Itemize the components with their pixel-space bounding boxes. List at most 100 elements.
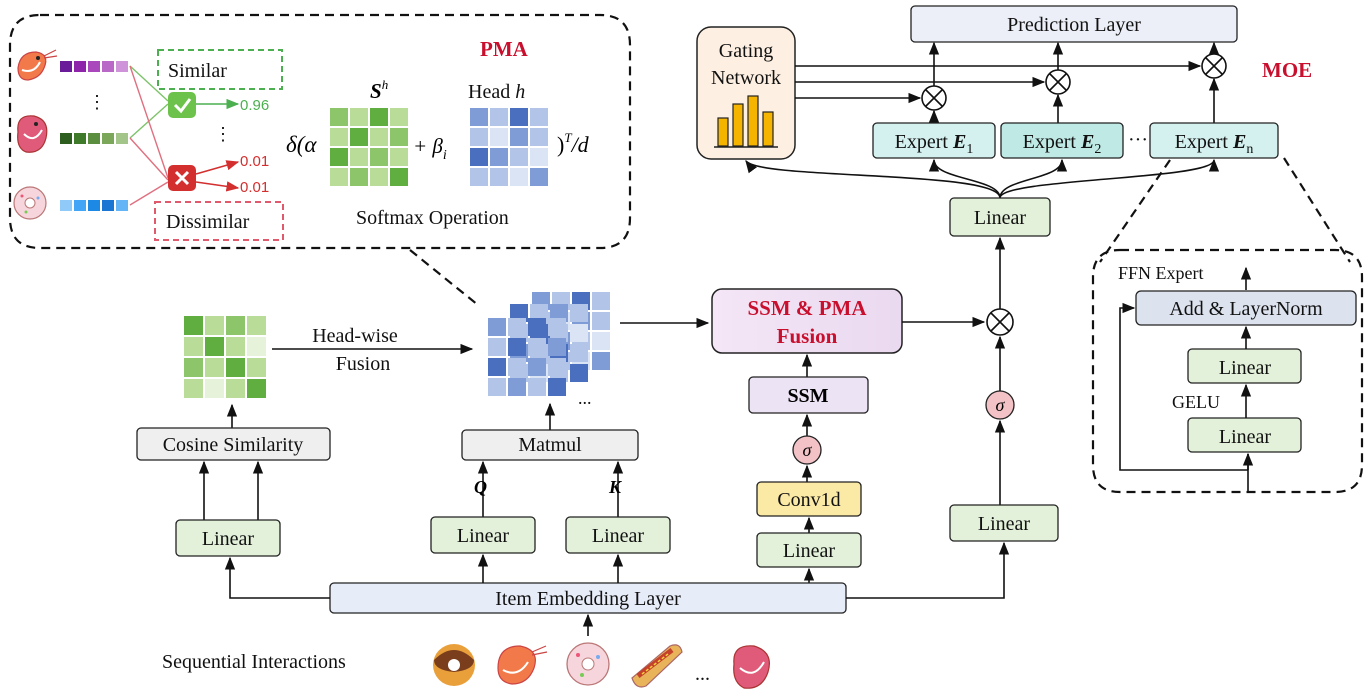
cosine-matrix-cell [226, 358, 245, 377]
formula-transpose-div: )T/d [557, 130, 590, 157]
head-stack-mid-cell [570, 324, 588, 342]
cosine-matrix-cell [247, 337, 266, 356]
head-matrix-cell [490, 168, 508, 186]
svg-text:σ: σ [803, 440, 813, 460]
s-matrix-cell [370, 128, 388, 146]
cosine-matrix-cell [247, 316, 266, 335]
head-matrix-cell [490, 148, 508, 166]
score-dissimilar-2: 0.01 [240, 179, 269, 196]
prediction-layer-label: Prediction Layer [1007, 14, 1141, 36]
cosine-matrix-cell [205, 316, 224, 335]
cosine-matrix-cell [247, 358, 266, 377]
k-linear-box [565, 516, 671, 554]
check-icon [168, 92, 196, 118]
matmul-box [461, 429, 639, 461]
expert-1-label: Expert E1 [895, 131, 974, 157]
addnorm-label: Add & LayerNorm [1169, 298, 1323, 320]
head-stack-back-cell [592, 332, 610, 350]
softmax-label: Softmax Operation [356, 207, 509, 229]
ffn-expert-panel: FFN Expert Add & LayerNorm Linear GELU L… [1091, 157, 1364, 494]
s-matrix-cell [390, 108, 408, 126]
gelu-label: GELU [1172, 392, 1220, 412]
q-linear-label: Linear [457, 525, 510, 547]
head-matrix-cell [470, 148, 488, 166]
cosine-matrix-grid [184, 316, 266, 398]
svg-text:σ: σ [996, 395, 1006, 415]
head-wise-label-1: Head-wise [312, 325, 398, 347]
ffn-linear-bottom-box [1187, 417, 1302, 453]
cosine-matrix-cell [205, 379, 224, 398]
q-label: Q [474, 477, 487, 497]
gate-linear-box [949, 504, 1059, 542]
expert-n-box [1149, 122, 1279, 159]
head-stack-back-cell [592, 292, 610, 310]
donut-icon [13, 186, 47, 220]
s-matrix-cell [350, 168, 368, 186]
s-matrix-cell [330, 148, 348, 166]
prawn-icon-seq [733, 645, 770, 689]
ffn-linear-top-label: Linear [1219, 357, 1272, 379]
similarity-lines [129, 65, 169, 206]
s-matrix-cell [390, 148, 408, 166]
head-matrix-cell [470, 168, 488, 186]
expert-n-label: Expert En [1175, 131, 1254, 157]
hotdog-icon [631, 644, 683, 688]
conv-linear-label: Linear [783, 540, 836, 562]
prediction-layer-box [910, 5, 1238, 43]
head-matrix-cell [530, 128, 548, 146]
head-matrix-cell [470, 128, 488, 146]
head-stack-mid-cell [530, 304, 548, 322]
head-stack-back-cell [592, 352, 610, 370]
s-matrix-cell [390, 168, 408, 186]
cosine-matrix-cell [205, 358, 224, 377]
moe-linear-label: Linear [974, 207, 1027, 229]
head-stack-front-cell [508, 358, 526, 376]
pma-panel: PMA ⋮ [8, 13, 632, 306]
donut-pink-icon [566, 642, 610, 686]
vdots-mid: ⋮ [214, 124, 232, 144]
prawn-icon [17, 115, 48, 153]
head-stack-mid-cell [570, 304, 588, 322]
head-h-label: Head h [468, 81, 525, 103]
formula-plus-beta: + βi [413, 134, 447, 163]
embedding-row-3 [60, 200, 128, 211]
head-matrix-cell [530, 108, 548, 126]
head-matrix-cell [510, 168, 528, 186]
cosine-linear-box [175, 519, 281, 557]
ffn-title: FFN Expert [1118, 263, 1204, 283]
item-embedding-label: Item Embedding Layer [495, 588, 681, 610]
fusion-line-2: Fusion [777, 324, 838, 348]
cosine-similarity-box [136, 427, 331, 461]
cosine-matrix-cell [184, 379, 203, 398]
moe-title: MOE [1262, 58, 1312, 82]
head-stack-front-cell [548, 318, 566, 336]
head-matrix-cell [510, 148, 528, 166]
head-matrix-cell [470, 108, 488, 126]
sequence-ellipsis: ... [695, 663, 710, 685]
head-matrix-cell [510, 128, 528, 146]
s-matrix-cell [370, 148, 388, 166]
similar-label: Similar [168, 60, 227, 82]
formula-delta: δ(α [286, 132, 317, 157]
cosine-matrix-cell [226, 316, 245, 335]
head-stack-front-cell [488, 318, 506, 336]
cosine-matrix-cell [184, 337, 203, 356]
bar-chart-icon [714, 95, 778, 148]
head-stack-front-cell [548, 378, 566, 396]
head-stack-front-cell [528, 358, 546, 376]
shrimp-icon-seq [497, 645, 548, 685]
head-matrix-cell [490, 128, 508, 146]
ssm-box [748, 376, 869, 414]
q-linear-box [430, 516, 536, 554]
gating-line-2: Network [711, 67, 781, 89]
cosine-matrix-cell [247, 379, 266, 398]
conv-linear-box [756, 532, 862, 568]
s-matrix-grid [330, 108, 408, 186]
expert-2-label: Expert E2 [1023, 131, 1102, 157]
s-matrix-cell [330, 108, 348, 126]
sigma-node-left: σ [792, 435, 822, 465]
embedding-row-1 [60, 61, 128, 72]
head-stack-front-cell [528, 378, 546, 396]
head-wise-label-2: Fusion [336, 353, 390, 375]
s-matrix-cell [390, 128, 408, 146]
